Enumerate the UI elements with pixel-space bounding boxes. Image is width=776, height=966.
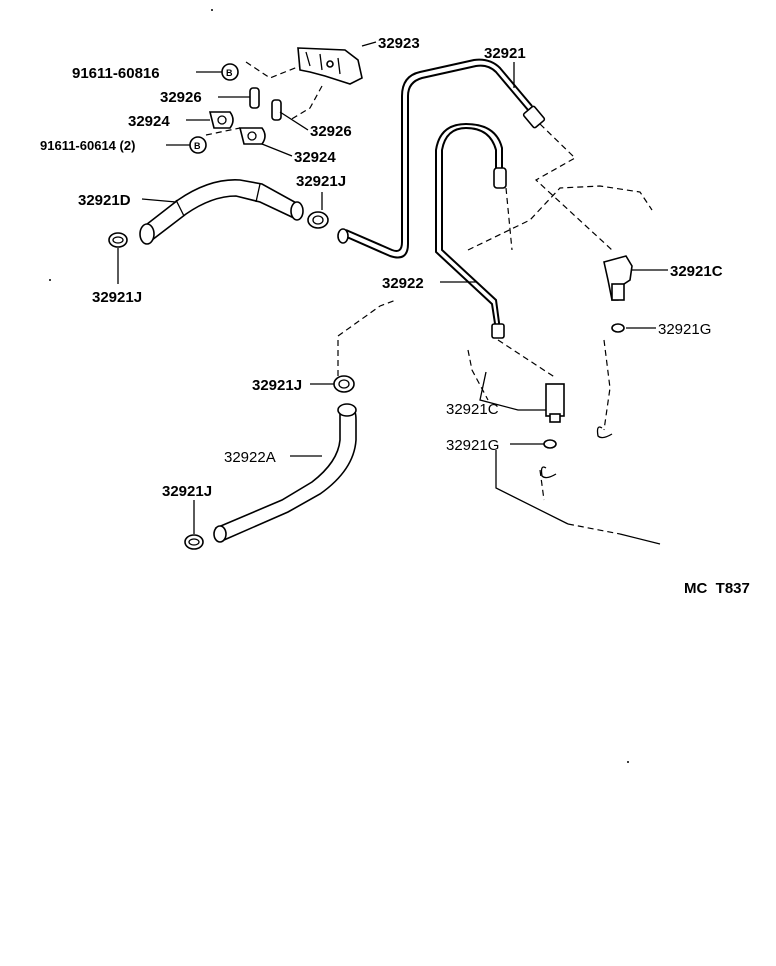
label-bolt-91611-60816: 91611-60816 (72, 65, 160, 82)
label-bolt-91611-60614: 91611-60614 (2) (40, 138, 135, 153)
svg-text:B: B (226, 68, 233, 78)
label-32921J-mid: 32921J (252, 377, 302, 394)
clamp-32921J-top (307, 211, 329, 229)
label-32921J-bottom: 32921J (162, 483, 212, 500)
clamp-32924a (208, 111, 234, 129)
label-32922: 32922 (382, 275, 424, 292)
label-32921: 32921 (484, 45, 526, 62)
union-32921C-right (603, 255, 633, 301)
label-32924b: 32924 (294, 149, 336, 166)
svg-text:B: B (194, 141, 201, 151)
label-32922A: 32922A (224, 449, 276, 466)
label-32923: 32923 (378, 35, 420, 52)
bolt-b-icon: B (221, 63, 239, 81)
hose-32921D (139, 179, 304, 245)
pin-32926b (271, 99, 282, 121)
label-32924a: 32924 (128, 113, 170, 130)
label-32921C-mid: 32921C (446, 401, 499, 418)
gasket-32921G-mid (543, 439, 557, 449)
label-32921G-mid: 32921G (446, 437, 499, 454)
label-32921G-right: 32921G (658, 321, 711, 338)
label-32926b: 32926 (310, 123, 352, 140)
union-32921C-mid (545, 383, 565, 423)
clamp-32924b (238, 127, 266, 145)
pipe-32921 (337, 58, 546, 259)
clamp-32921J-left (108, 232, 128, 248)
label-32926a: 32926 (160, 89, 202, 106)
hose-32922A (213, 403, 357, 543)
label-32921D: 32921D (78, 192, 131, 209)
pipe-nut (522, 105, 546, 129)
pin-32926a (249, 87, 260, 109)
reference-code: MC T837 (684, 580, 750, 597)
bracket-32923 (297, 47, 363, 85)
bolt-b-icon-2: B (189, 136, 207, 154)
clamp-32921J-bottom (184, 534, 204, 550)
clamp-32921J-mid (333, 375, 355, 393)
pipe-32922 (435, 122, 507, 339)
label-32921J-top: 32921J (296, 173, 346, 190)
label-32921C-right: 32921C (670, 263, 723, 280)
gasket-32921G-right (611, 323, 625, 333)
label-32921J-left: 32921J (92, 289, 142, 306)
